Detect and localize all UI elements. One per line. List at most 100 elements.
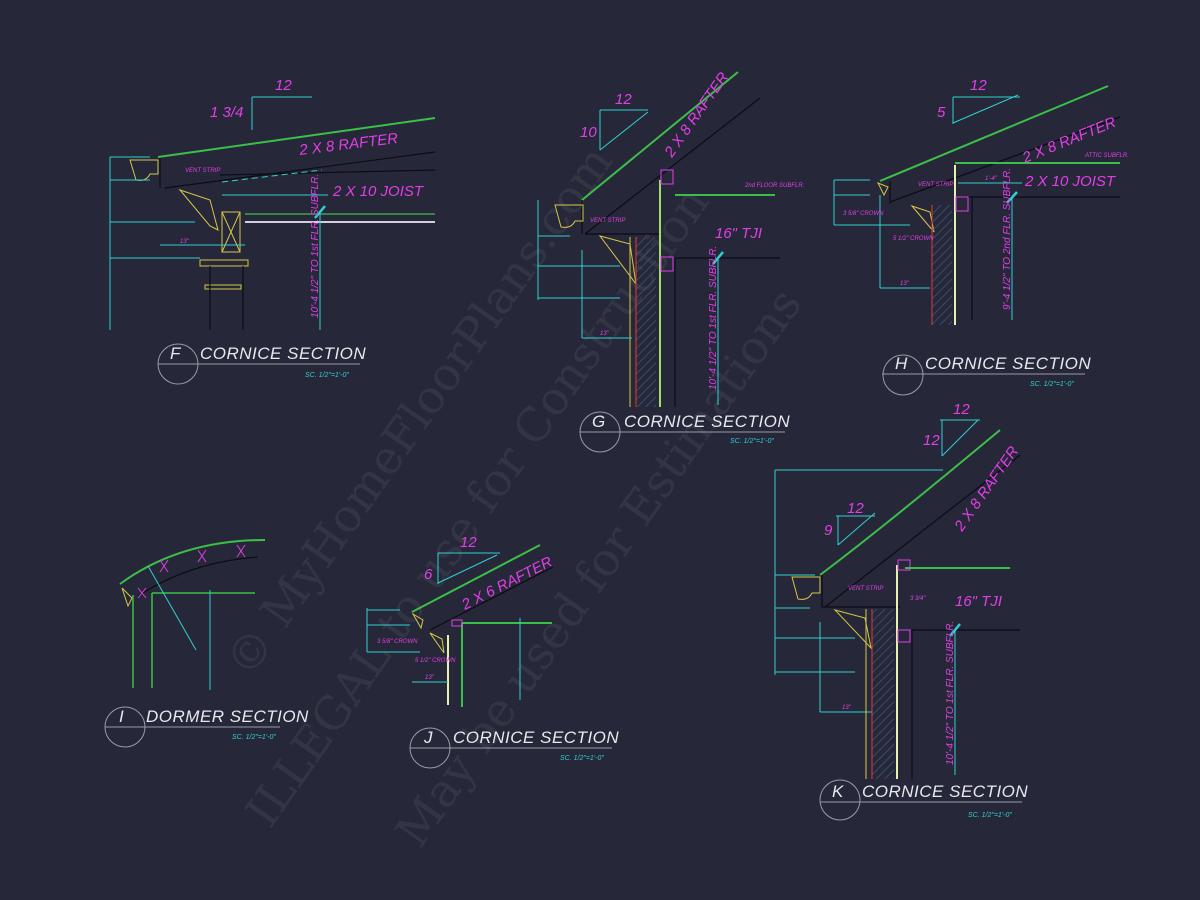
drawing-stroke [598,235,637,285]
drawing-stroke [824,454,1021,608]
label-g-vent: VENT STRIP [590,218,625,224]
label-h-scale: SC. 1/2"=1'-0" [1030,381,1074,388]
section-i: I DORMER SECTION SC. 1/2"=1'-0" [104,539,309,748]
drawing-stroke [236,544,246,558]
label-h-attic: ATTIC SUBFLR. [1084,153,1129,159]
section-title-f: F CORNICE SECTION SC. 1/2"=1'-0" [157,343,366,385]
label-k-pitch2-rise: 9 [824,522,833,539]
drawing-stroke [581,71,739,201]
drawing-stroke [429,566,554,631]
drawing-stroke [219,169,436,176]
drawing-stroke [121,587,133,608]
drawing-stroke [451,619,463,627]
drawing-stroke [897,629,911,643]
label-i-tag: I [119,707,124,726]
drawing-stroke [221,211,241,253]
drawing-stroke [584,97,761,235]
section-title-j: J CORNICE SECTION SC. 1/2"=1'-0" [409,727,619,769]
label-j-crown1: 3 5/8" CROWN [377,639,418,645]
drawing-stroke [554,204,584,228]
drawing-stroke [932,205,952,325]
drawing-stroke [833,609,872,650]
section-h: 12 5 2 X 8 RAFTER ATTIC SUBFLR. 2 X 10 J… [833,77,1129,396]
label-g-dim-overhang: 13" [600,331,610,337]
label-i-scale: SC. 1/2"=1'-0" [232,734,276,741]
section-title-k: K CORNICE SECTION SC. 1/2"=1'-0" [819,779,1028,821]
drawing-stroke [314,205,326,219]
label-j-scale: SC. 1/2"=1'-0" [560,755,604,762]
label-h-dim-joist: 1'-4" [985,176,998,182]
drawing-stroke [889,116,1121,203]
label-g-tag: G [592,412,606,431]
label-k-dim-small: 3 3/4" [910,596,926,602]
section-f: 12 1 3/4 2 X 8 RAFTER 2 X 10 JOIST 13" V… [109,77,436,385]
drawing-stroke [411,612,445,654]
drawing-stroke [599,111,649,151]
drawing-stroke [221,211,241,253]
drawing-stroke [660,169,674,185]
label-f-title: CORNICE SECTION [200,344,366,363]
label-j-dim-overhang: 13" [425,675,435,681]
drawing-stroke [819,429,1001,576]
label-h-vent: VENT STRIP [918,182,953,188]
label-h-dim-overhang: 13" [900,281,910,287]
label-i-title: DORMER SECTION [146,707,309,726]
label-h-pitch-run: 12 [970,77,987,94]
drawing-stroke [952,94,1019,124]
label-h-height: 9'-4 1/2" TO 2nd FLR. SUBFLR. [1002,168,1013,310]
label-j-tag: J [423,728,433,747]
drawing-stroke [636,237,656,407]
label-j-pitch-run: 12 [460,534,477,551]
label-h-crown2: 5 1/2" CROWN [893,236,934,242]
drawing-stroke [411,544,541,613]
label-h-rafter: 2 X 8 RAFTER [1019,114,1118,167]
label-h-joist: 2 X 10 JOIST [1024,173,1117,190]
label-k-rafter: 2 X 8 RAFTER [951,443,1022,535]
label-f-tag: F [170,344,182,363]
drawing-stroke [712,251,724,265]
drawing-stroke [1006,191,1018,204]
drawing-stroke [897,559,911,571]
label-g-subfloor: 2nd FLOOR SUBFLR. [744,183,804,189]
label-k-pitch2-run: 12 [847,500,864,517]
drawing-stroke [837,512,876,546]
label-g-pitch-run: 12 [615,91,632,108]
drawing-stroke [819,779,861,821]
label-f-pitch-rise: 1 3/4 [210,104,243,121]
drawing-stroke [119,539,266,585]
label-j-crown2: 5 1/2" CROWN [415,658,456,664]
label-k-height: 10'-4 1/2" TO 1st FLR. SUBFLR. [945,621,956,765]
label-k-pitch-run: 12 [953,401,970,418]
label-h-crown1: 3 5/8" CROWN [843,211,884,217]
section-k: 12 12 12 9 2 X 8 RAFTER 13" 3 3/4" VENT … [774,401,1028,821]
drawing-stroke [137,556,259,597]
label-j-pitch-rise: 6 [424,566,433,583]
drawing-stroke [949,623,961,637]
label-k-scale: SC. 1/2"=1'-0" [968,812,1012,819]
label-k-dim-overhang: 13" [842,705,852,711]
drawing-stroke [437,554,498,584]
drawing-stroke [137,587,147,599]
pitch-symbol: 12 6 [424,534,500,584]
section-title-i: I DORMER SECTION SC. 1/2"=1'-0" [104,706,309,748]
drawing-stroke [221,169,323,183]
drawing-stroke [882,354,924,396]
label-f-joist: 2 X 10 JOIST [332,183,425,200]
drawing-stroke [159,559,169,573]
label-f-scale: SC. 1/2"=1'-0" [305,372,349,379]
label-g-pitch-rise: 10 [580,124,597,141]
label-h-pitch-rise: 5 [937,104,946,121]
drawing-stroke [879,85,1109,182]
label-f-dim-overhang: 13" [180,239,190,245]
roof-line [157,117,436,158]
label-j-title: CORNICE SECTION [453,728,619,747]
drawing-stroke [876,182,889,197]
drawing-stroke [872,609,894,779]
drawing-stroke [941,419,979,457]
label-h-tag: H [895,354,908,373]
label-g-scale: SC. 1/2"=1'-0" [730,438,774,445]
label-f-pitch-run: 12 [275,77,292,94]
drawing-stroke [199,259,249,290]
